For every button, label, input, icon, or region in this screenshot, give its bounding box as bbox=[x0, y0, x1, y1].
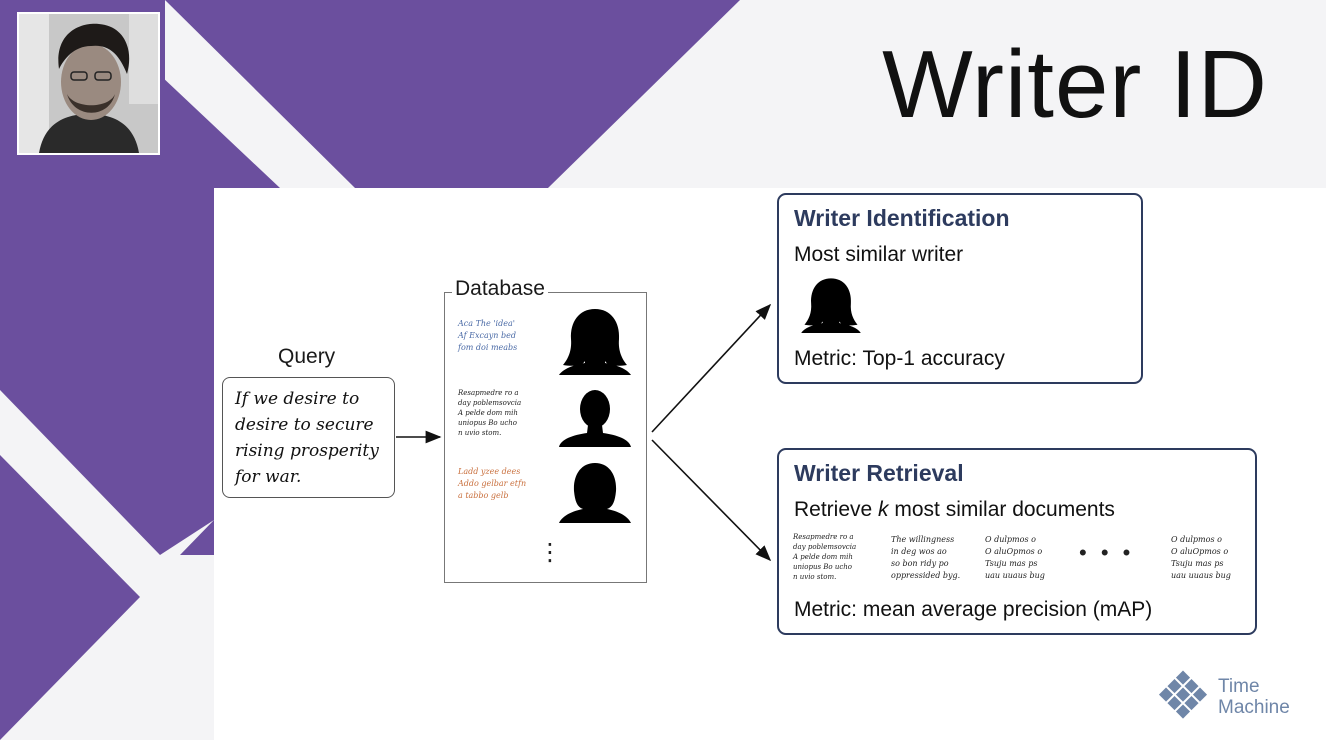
writer-identification-card: Writer Identification Most similar write… bbox=[777, 193, 1143, 384]
writer-retrieval-subtitle: Retrieve k most similar documents bbox=[794, 498, 1115, 521]
database-sample-text: Ladd yzee dees Addo gelbar etfn a tabbo … bbox=[458, 467, 527, 500]
query-handwriting-line: for war. bbox=[235, 467, 302, 487]
retrieved-document: O dulpmos o O aluOpmos o Tsuju mas ps ua… bbox=[985, 535, 1045, 580]
writer-retrieval-title: Writer Retrieval bbox=[794, 460, 964, 486]
database-label: Database bbox=[452, 277, 548, 301]
database-sample-text: Aca The 'idea' Af Excayn bed fom doi mea… bbox=[458, 319, 518, 352]
logo-wordmark: Time Machine bbox=[1218, 676, 1290, 718]
writer-identification-title: Writer Identification bbox=[794, 205, 1010, 231]
query-handwriting-line: rising prosperity bbox=[235, 441, 379, 461]
retrieved-document: Resapmedre ro a day poblemsovcia A pelde… bbox=[793, 533, 857, 581]
writer-retrieval-metric: Metric: mean average precision (mAP) bbox=[794, 598, 1153, 621]
writer-retrieval-card: Writer Retrieval Retrieve k most similar… bbox=[777, 448, 1257, 635]
retrieved-document: The willingness in deg wos ao so bon rid… bbox=[891, 535, 961, 580]
database-to-identification-arrow bbox=[651, 303, 772, 433]
man-silhouette-icon bbox=[559, 390, 631, 447]
database-more-indicator: ⋮ bbox=[538, 539, 562, 566]
query-handwriting-line: desire to secure bbox=[235, 415, 374, 435]
database-avatars bbox=[559, 309, 631, 523]
query-document: If we desire to desire to secure rising … bbox=[222, 377, 395, 498]
writer-identification-metric: Metric: Top-1 accuracy bbox=[794, 347, 1005, 370]
retrieved-document: O dulpmos o O aluOpmos o Tsuju mas ps ua… bbox=[1171, 535, 1231, 580]
database-to-retrieval-arrow bbox=[651, 439, 772, 562]
speaker-webcam bbox=[17, 12, 160, 155]
query-handwriting-line: If we desire to bbox=[235, 389, 360, 409]
woman-silhouette-icon bbox=[801, 278, 861, 333]
retrieval-more-indicator: • • • bbox=[1079, 540, 1135, 565]
woman-short-hair-silhouette-icon bbox=[559, 463, 631, 523]
time-machine-logo-icon bbox=[1158, 670, 1208, 719]
database-sample-text: Resapmedre ro a day poblemsovcia A pelde… bbox=[458, 389, 522, 437]
speaker-portrait-icon bbox=[19, 14, 158, 153]
writer-identification-subtitle: Most similar writer bbox=[794, 243, 964, 266]
query-label: Query bbox=[278, 345, 336, 368]
slide-title: Writer ID bbox=[882, 31, 1268, 138]
woman-silhouette-icon bbox=[559, 309, 631, 375]
